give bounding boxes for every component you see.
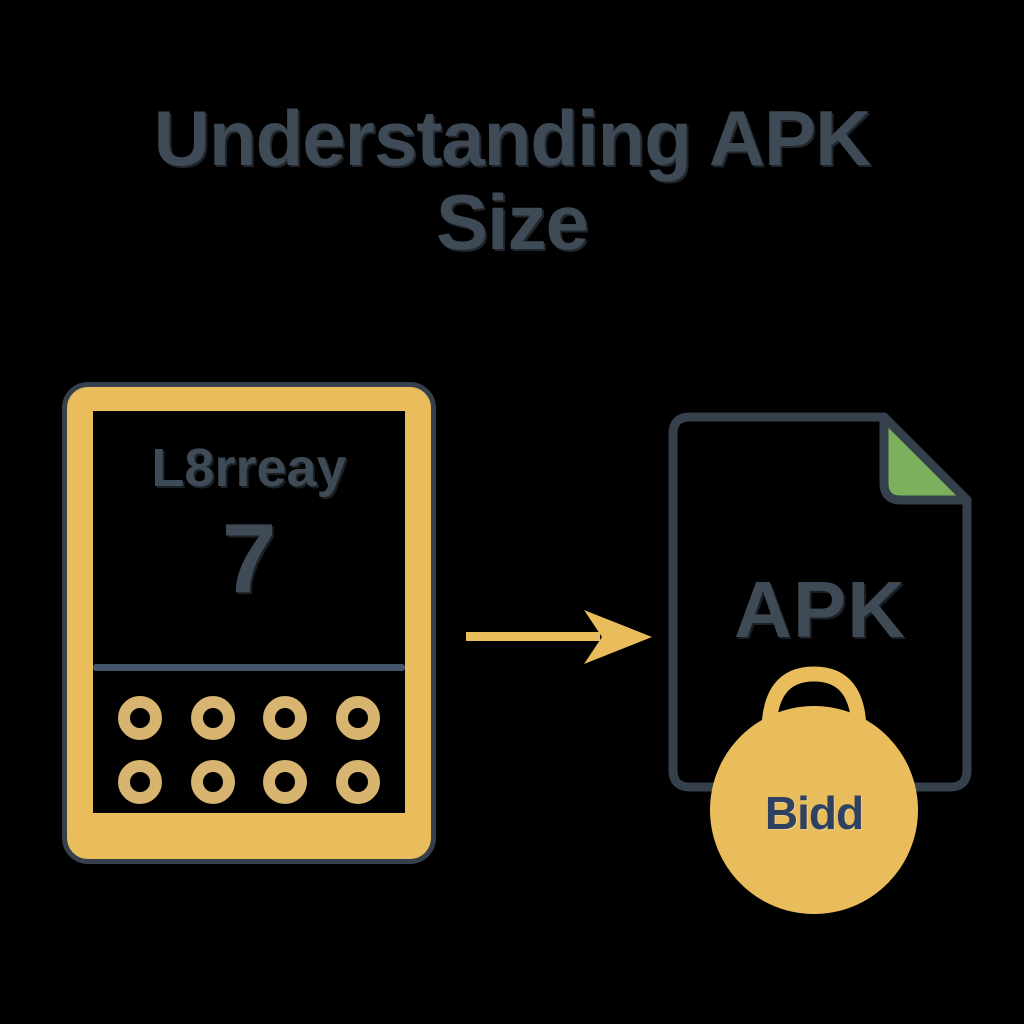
device-screen-digit: 7 xyxy=(221,503,277,613)
device-divider xyxy=(93,664,405,671)
device-illustration: L8rreay 7 xyxy=(62,382,436,864)
page-title: Understanding APK Size xyxy=(153,94,872,267)
device-screen-label: L8rreay xyxy=(151,438,347,498)
dot-icon xyxy=(335,760,380,804)
dot-icon xyxy=(335,696,380,740)
dot-icon xyxy=(190,696,235,740)
dot-icon xyxy=(190,760,235,804)
size-badge: Bidd xyxy=(706,660,922,916)
file-shape xyxy=(668,412,972,792)
dot-icon xyxy=(263,696,308,740)
dot-icon xyxy=(118,696,163,740)
right-arrow-icon xyxy=(466,610,652,664)
dot-icon xyxy=(118,760,163,804)
badge-shape xyxy=(710,666,918,914)
device-screen: L8rreay 7 xyxy=(93,411,405,813)
device-dot-grid xyxy=(93,696,405,804)
dot-icon xyxy=(263,760,308,804)
